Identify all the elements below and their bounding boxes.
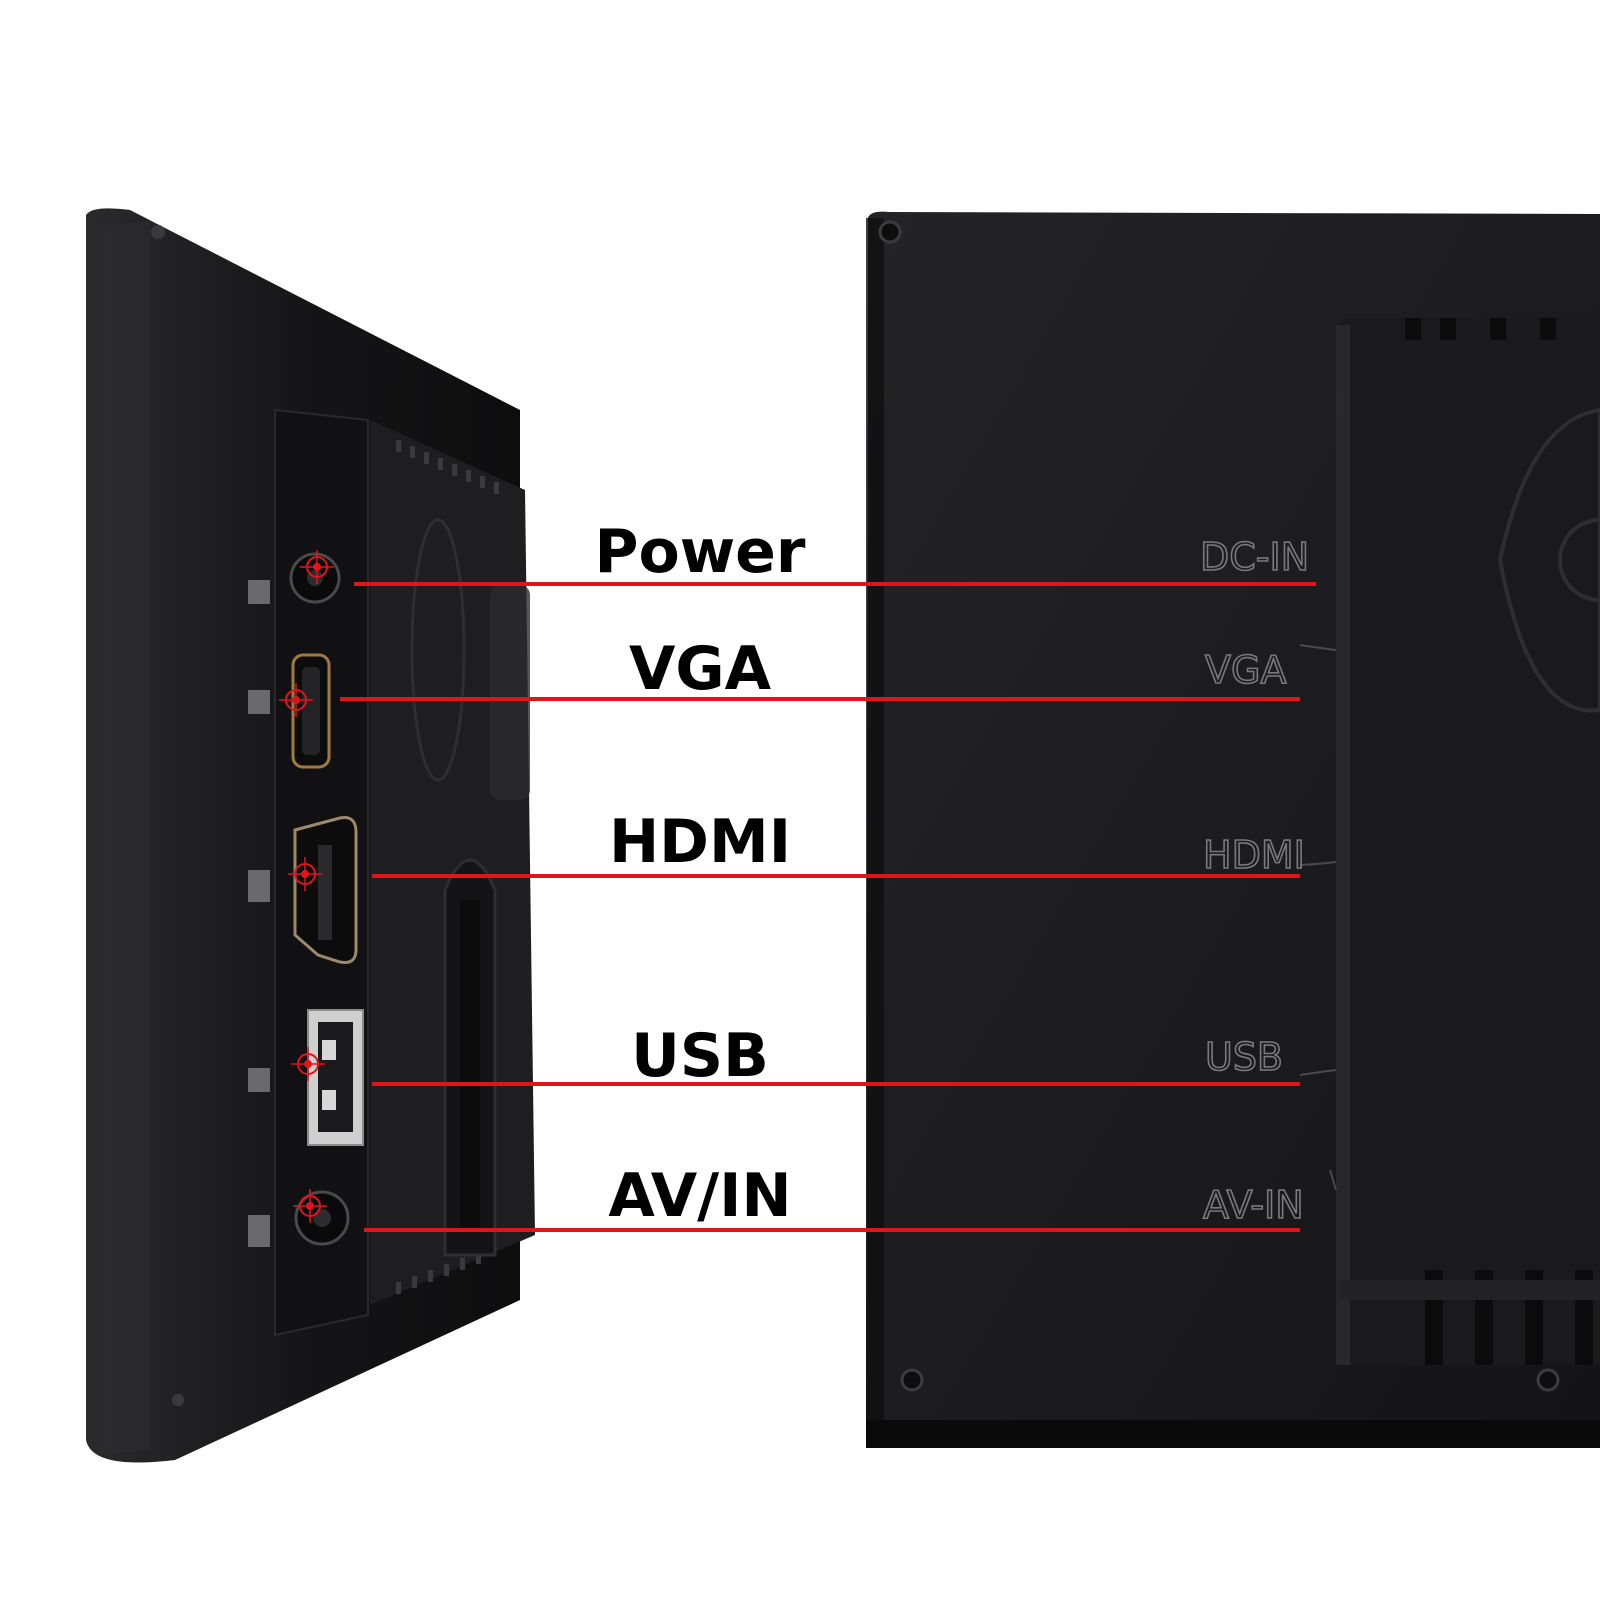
- panel-print-hdmi: HDMI: [1203, 833, 1305, 877]
- panel-print-usb: USB: [1205, 1035, 1283, 1079]
- usb-callout-line: [372, 1082, 1300, 1086]
- power-target-icon: [300, 550, 334, 584]
- back-view: [866, 211, 1600, 1449]
- panel-print-dc-in: DC-IN: [1200, 535, 1309, 579]
- side-view: [86, 208, 535, 1463]
- vga-callout-line: [340, 697, 1300, 701]
- power-callout-line: [354, 582, 1316, 586]
- av-in-callout-line: [364, 1228, 1300, 1232]
- usb-target-icon: [291, 1047, 325, 1081]
- hdmi-callout-line: [372, 874, 1300, 878]
- av-in-target-icon: [293, 1189, 327, 1223]
- hdmi-target-icon: [288, 857, 322, 891]
- panel-print-av-in: AV-IN: [1203, 1183, 1304, 1227]
- panel-print-vga: VGA: [1205, 648, 1286, 692]
- vga-target-icon: [279, 683, 313, 717]
